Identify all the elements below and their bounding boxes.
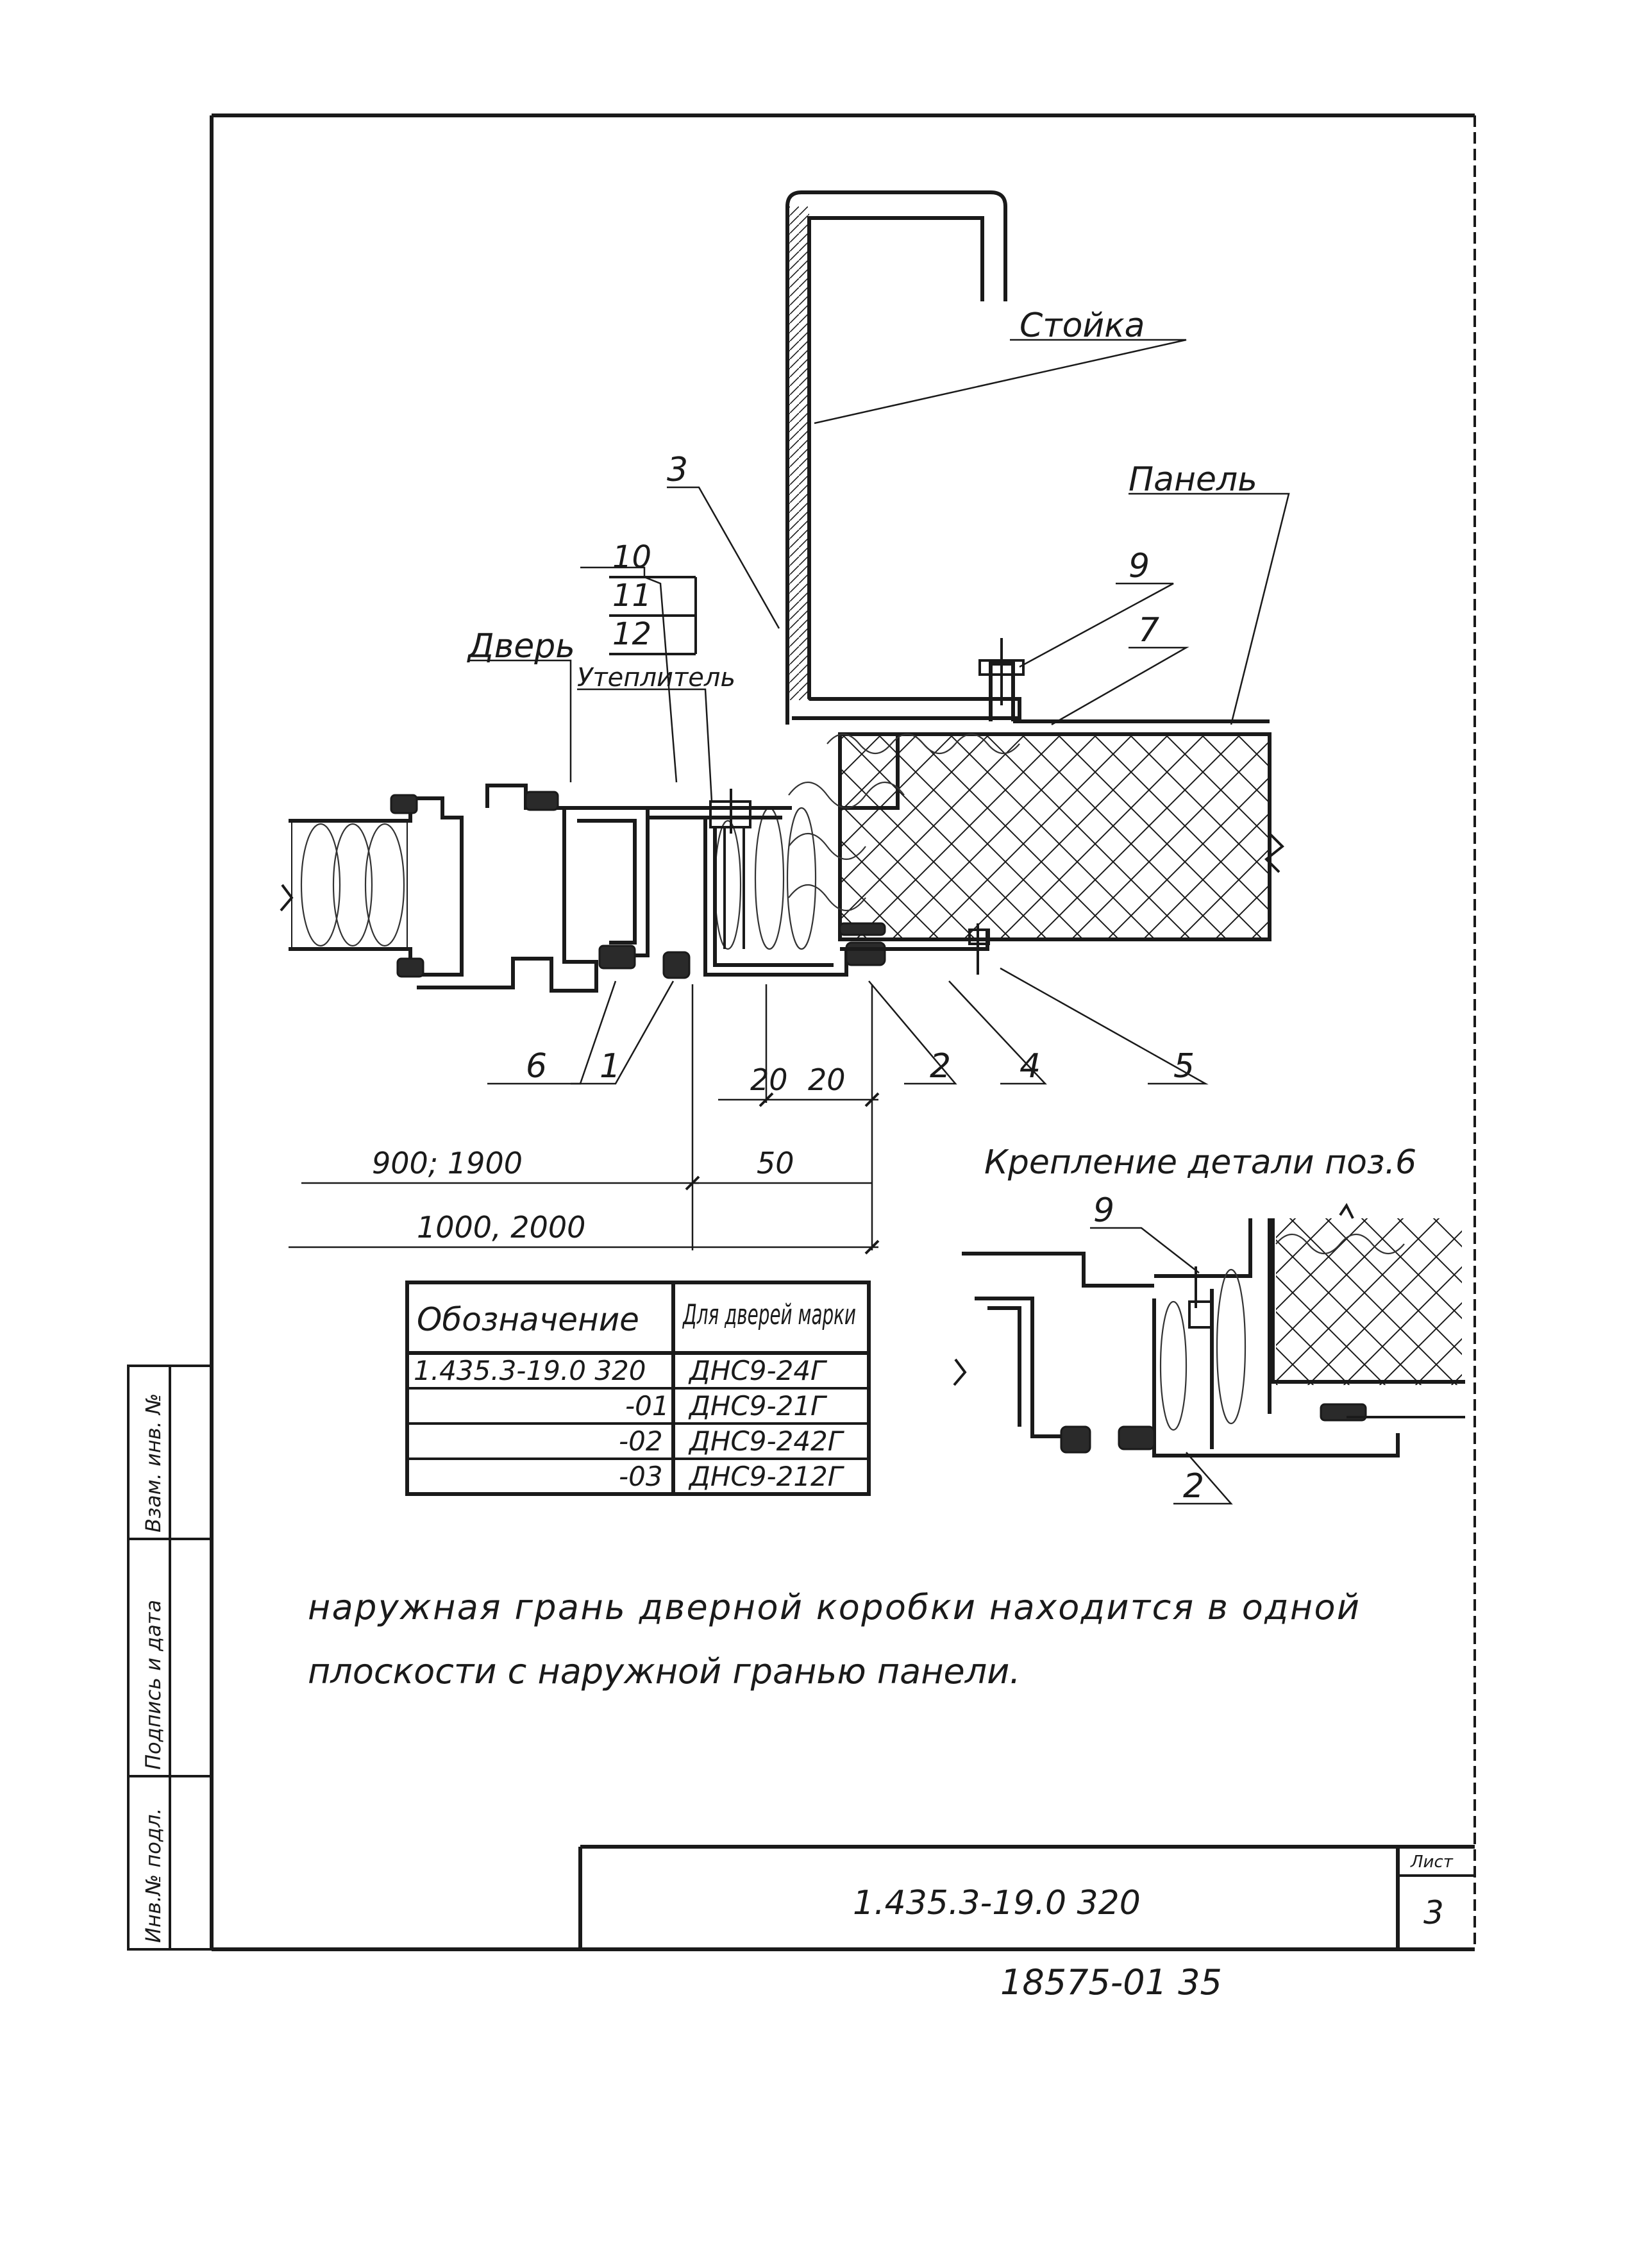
door-frame-channel bbox=[648, 789, 990, 979]
stamp-field-inv: Инв.№ подл. bbox=[141, 1808, 165, 1943]
label-insulation: Утеплитель bbox=[577, 663, 735, 693]
note-line-1: наружная грань дверной коробки находится… bbox=[308, 1587, 1359, 1627]
side-stamp: Инв.№ подл. Подпись и дата Взам. инв. № bbox=[127, 1365, 213, 1951]
dim-50: 50 bbox=[757, 1146, 794, 1180]
label-door: Дверь bbox=[467, 627, 575, 666]
dim-20-left: 20 bbox=[750, 1063, 788, 1097]
designation-table: Обозначение Для дверей марки 1.435.3-19.… bbox=[405, 1281, 871, 1496]
note-text: наружная грань дверной коробки находится… bbox=[308, 1587, 1359, 1692]
table-row-1-mark: ДНС9-24Г bbox=[688, 1355, 828, 1386]
table-row-3-mark: ДНС9-242Г bbox=[688, 1425, 845, 1457]
detail-label-pos9: 9 bbox=[1093, 1191, 1114, 1230]
label-pos2: 2 bbox=[930, 1047, 951, 1086]
sheet-label: Лист bbox=[1410, 1852, 1454, 1872]
door-leaf bbox=[280, 784, 650, 993]
title-block: 1.435.3-19.0 320 Лист 3 bbox=[578, 1845, 1475, 1949]
dimension-lines bbox=[289, 984, 880, 1255]
table-header-door-mark: Для дверей марки bbox=[682, 1298, 856, 1331]
table-row-4-code: -03 bbox=[619, 1461, 663, 1492]
main-section: Стойка Панель Дверь Утеплитель 3 10 11 1… bbox=[280, 190, 1290, 1255]
label-pos6: 6 bbox=[526, 1047, 547, 1086]
detail-title: Крепление детали поз.6 bbox=[984, 1143, 1416, 1182]
table-row-4-mark: ДНС9-212Г bbox=[688, 1461, 845, 1492]
label-pos4: 4 bbox=[1020, 1047, 1041, 1086]
stamp-field-replace: Взам. инв. № bbox=[141, 1393, 165, 1533]
label-pos12: 12 bbox=[612, 616, 651, 652]
label-pos11: 11 bbox=[612, 578, 651, 614]
stamp-field-sign: Подпись и дата bbox=[141, 1600, 165, 1770]
detail-label-pos2: 2 bbox=[1183, 1467, 1204, 1506]
drawing-code: 1.435.3-19.0 320 bbox=[853, 1884, 1141, 1922]
column-profile bbox=[785, 190, 1021, 725]
table-row-3-code: -02 bbox=[619, 1425, 663, 1457]
label-pos9: 9 bbox=[1129, 547, 1150, 585]
sheet-number: 3 bbox=[1423, 1894, 1444, 1931]
leader-lines bbox=[468, 339, 1290, 1085]
label-pos5: 5 bbox=[1173, 1047, 1195, 1086]
label-pos7: 7 bbox=[1138, 611, 1159, 650]
label-pos3: 3 bbox=[667, 451, 688, 489]
table-row-1-code: 1.435.3-19.0 320 bbox=[414, 1355, 646, 1386]
panel-body bbox=[838, 719, 1284, 941]
label-panel: Панель bbox=[1129, 460, 1257, 499]
label-pos10: 10 bbox=[612, 539, 651, 575]
dim-20-right: 20 bbox=[808, 1063, 846, 1097]
bottom-code: 18575-01 35 bbox=[1000, 1962, 1222, 2003]
table-row-2-mark: ДНС9-21Г bbox=[688, 1390, 828, 1422]
table-header-designation: Обозначение bbox=[417, 1301, 639, 1338]
note-line-2: плоскости с наружной гранью панели. bbox=[308, 1651, 1021, 1692]
detail-section: Крепление детали поз.6 9 2 bbox=[953, 1143, 1465, 1506]
angle-bracket-9 bbox=[978, 638, 1090, 723]
dim-1000-2000: 1000, 2000 bbox=[417, 1210, 585, 1245]
label-pos1: 1 bbox=[600, 1047, 621, 1086]
label-column: Стойка bbox=[1020, 307, 1145, 345]
table-row-2-code: -01 bbox=[625, 1390, 669, 1422]
dim-900-1900: 900; 1900 bbox=[372, 1146, 523, 1180]
